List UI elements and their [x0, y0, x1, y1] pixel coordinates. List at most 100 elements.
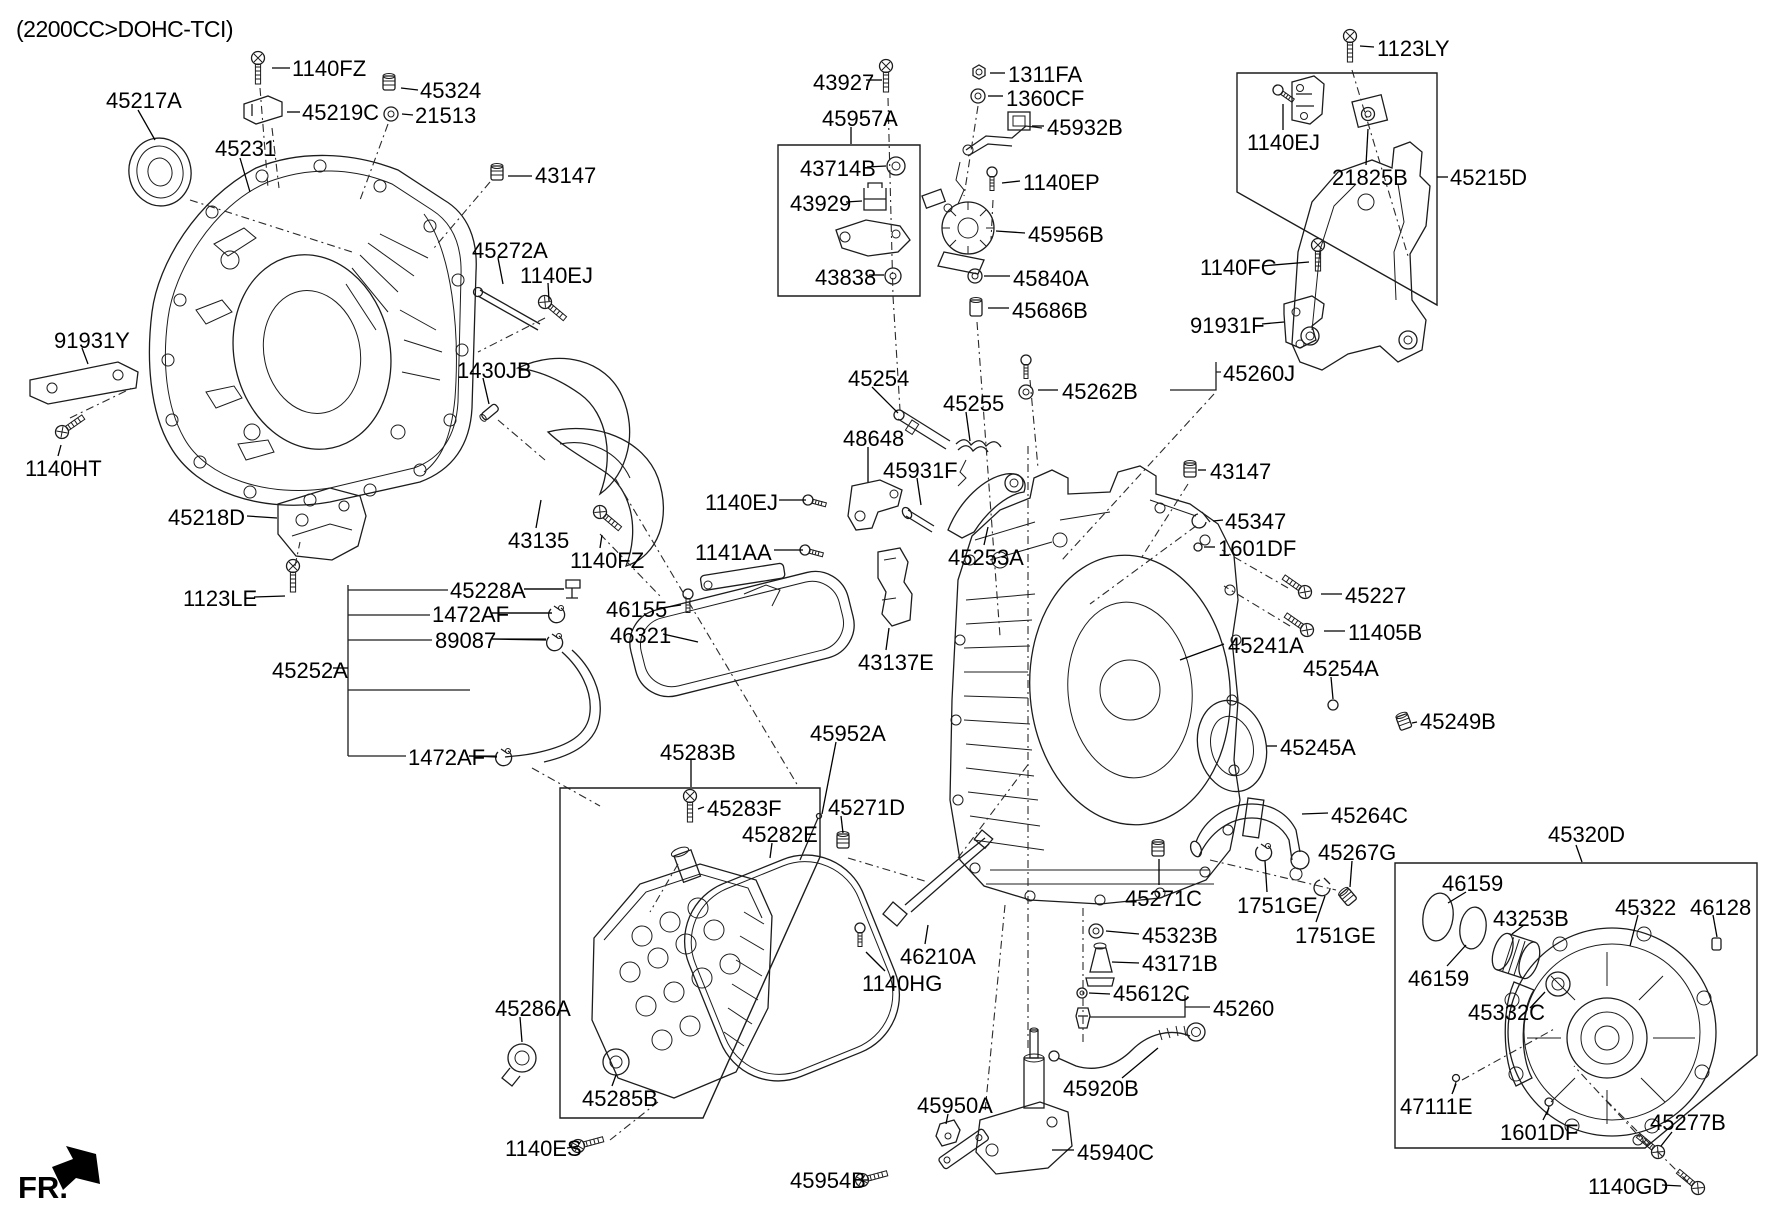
part-label-45286A[interactable]: 45286A: [495, 996, 571, 1021]
part-label-45260[interactable]: 45260: [1213, 996, 1275, 1021]
part-label-45252A[interactable]: 45252A: [272, 658, 348, 683]
part-label-46159[interactable]: 46159: [1408, 966, 1470, 991]
part-label-46321[interactable]: 46321: [610, 623, 672, 648]
part-label-45323B[interactable]: 45323B: [1142, 923, 1218, 948]
part-label-45231[interactable]: 45231: [215, 136, 277, 161]
part-label-45245A[interactable]: 45245A: [1280, 735, 1356, 760]
part-label-45957A[interactable]: 45957A: [822, 106, 898, 131]
part-label-89087[interactable]: 89087: [435, 628, 497, 653]
part-label-45920B[interactable]: 45920B: [1063, 1076, 1139, 1101]
part-label-11405B[interactable]: 11405B: [1348, 620, 1423, 645]
part-label-43171B[interactable]: 43171B: [1142, 951, 1218, 976]
part-label-1472AF[interactable]: 1472AF: [432, 602, 510, 627]
part-label-45271C[interactable]: 45271C: [1125, 886, 1203, 911]
part-label-43137E[interactable]: 43137E: [858, 650, 934, 675]
part-label-45332C[interactable]: 45332C: [1468, 1000, 1546, 1025]
part-label-45218D[interactable]: 45218D: [168, 505, 246, 530]
part-label-43927[interactable]: 43927: [813, 70, 875, 95]
part-label-1140GD[interactable]: 1140GD: [1588, 1174, 1669, 1199]
part-label-45612C[interactable]: 45612C: [1113, 981, 1191, 1006]
part-label-45241A[interactable]: 45241A: [1228, 633, 1304, 658]
part-label-45956B[interactable]: 45956B: [1028, 222, 1104, 247]
part-label-47111E[interactable]: 47111E: [1400, 1094, 1473, 1119]
part-label-43838[interactable]: 43838: [815, 265, 877, 290]
part-label-45264C[interactable]: 45264C: [1331, 803, 1409, 828]
part-label-1430JB[interactable]: 1430JB: [457, 358, 532, 383]
leader-line-1140ES: [566, 1145, 580, 1149]
part-label-45285B[interactable]: 45285B: [582, 1086, 658, 1111]
part-label-45253A[interactable]: 45253A: [948, 545, 1024, 570]
part-label-45320D[interactable]: 45320D: [1548, 822, 1626, 847]
part-label-43147[interactable]: 43147: [535, 163, 597, 188]
part-label-43714B[interactable]: 43714B: [800, 156, 876, 181]
part-label-91931Y[interactable]: 91931Y: [54, 328, 130, 353]
part-label-45262B[interactable]: 45262B: [1062, 379, 1138, 404]
part-label-1123LE[interactable]: 1123LE: [183, 586, 258, 611]
part-label-45931F[interactable]: 45931F: [883, 458, 958, 483]
leader-line-45282E: [769, 842, 773, 859]
part-label-45347[interactable]: 45347: [1225, 509, 1287, 534]
part-label-45840A[interactable]: 45840A: [1013, 266, 1089, 291]
part-label-45267G[interactable]: 45267G: [1318, 840, 1397, 865]
part-label-45272A[interactable]: 45272A: [472, 238, 548, 263]
part-label-45254[interactable]: 45254: [848, 366, 910, 391]
part-label-21825B[interactable]: 21825B: [1332, 165, 1408, 190]
part-label-43929[interactable]: 43929: [790, 191, 852, 216]
leader-line-1140HG: [865, 951, 886, 972]
part-label-46210A[interactable]: 46210A: [900, 944, 976, 969]
part-label-45260J[interactable]: 45260J: [1223, 361, 1296, 386]
part-label-1140FC[interactable]: 1140FC: [1200, 255, 1277, 280]
part-label-48648[interactable]: 48648: [843, 426, 905, 451]
part-label-45950A[interactable]: 45950A: [917, 1093, 993, 1118]
part-label-21513[interactable]: 21513: [415, 103, 477, 128]
part-label-45217A[interactable]: 45217A: [106, 88, 182, 113]
part-label-45322[interactable]: 45322: [1615, 895, 1677, 920]
part-label-1123LY[interactable]: 1123LY: [1377, 36, 1450, 61]
part-label-45254A[interactable]: 45254A: [1303, 656, 1379, 681]
part-label-1601DF[interactable]: 1601DF: [1500, 1120, 1579, 1145]
part-label-45954B[interactable]: 45954B: [790, 1168, 866, 1193]
part-label-45940C[interactable]: 45940C: [1077, 1140, 1155, 1165]
part-label-46155[interactable]: 46155: [606, 597, 668, 622]
part-label-1311FA[interactable]: 1311FA: [1008, 62, 1083, 87]
part-label-45686B[interactable]: 45686B: [1012, 298, 1088, 323]
part-label-1472AF[interactable]: 1472AF: [408, 745, 486, 770]
part-label-1140HG[interactable]: 1140HG: [862, 971, 943, 996]
part-label-45271D[interactable]: 45271D: [828, 795, 906, 820]
part-label-46159[interactable]: 46159: [1442, 871, 1504, 896]
part-label-1140EP[interactable]: 1140EP: [1023, 170, 1100, 195]
part-label-45932B[interactable]: 45932B: [1047, 115, 1123, 140]
part-label-1140ES[interactable]: 1140ES: [505, 1136, 582, 1161]
part-label-45215D[interactable]: 45215D: [1450, 165, 1528, 190]
part-label-43147[interactable]: 43147: [1210, 459, 1272, 484]
mount-45215D-art: [1270, 28, 1431, 371]
leader-line-91931F: [1261, 321, 1285, 325]
part-label-45952A[interactable]: 45952A: [810, 721, 886, 746]
part-label-1601DF[interactable]: 1601DF: [1218, 536, 1297, 561]
part-label-45282E[interactable]: 45282E: [742, 822, 818, 847]
part-label-45219C[interactable]: 45219C: [302, 100, 380, 125]
part-label-91931F[interactable]: 91931F: [1190, 313, 1265, 338]
part-label-46128[interactable]: 46128: [1690, 895, 1752, 920]
part-label-1140EJ[interactable]: 1140EJ: [705, 490, 778, 515]
part-label-43135[interactable]: 43135: [508, 528, 570, 553]
part-label-43253B[interactable]: 43253B: [1493, 906, 1569, 931]
part-label-45228A[interactable]: 45228A: [450, 578, 526, 603]
part-label-45283B[interactable]: 45283B: [660, 740, 736, 765]
part-label-1140FZ[interactable]: 1140FZ: [570, 548, 645, 573]
part-label-1140FZ[interactable]: 1140FZ: [292, 56, 367, 81]
part-label-1140HT[interactable]: 1140HT: [25, 456, 102, 481]
part-label-1751GE[interactable]: 1751GE: [1237, 893, 1318, 918]
part-label-1140EJ[interactable]: 1140EJ: [1247, 130, 1320, 155]
part-label-1141AA[interactable]: 1141AA: [695, 540, 772, 565]
part-label-1140EJ[interactable]: 1140EJ: [520, 263, 593, 288]
part-label-45227[interactable]: 45227: [1345, 583, 1407, 608]
part-label-1360CF[interactable]: 1360CF: [1006, 86, 1085, 111]
part-label-45277B[interactable]: 45277B: [1650, 1110, 1726, 1135]
part-label-45283F[interactable]: 45283F: [707, 796, 782, 821]
part-label-45255[interactable]: 45255: [943, 391, 1005, 416]
leader-line-45217A: [137, 109, 156, 141]
part-label-1751GE[interactable]: 1751GE: [1295, 923, 1376, 948]
part-label-45249B[interactable]: 45249B: [1420, 709, 1496, 734]
part-label-45324[interactable]: 45324: [420, 78, 482, 103]
